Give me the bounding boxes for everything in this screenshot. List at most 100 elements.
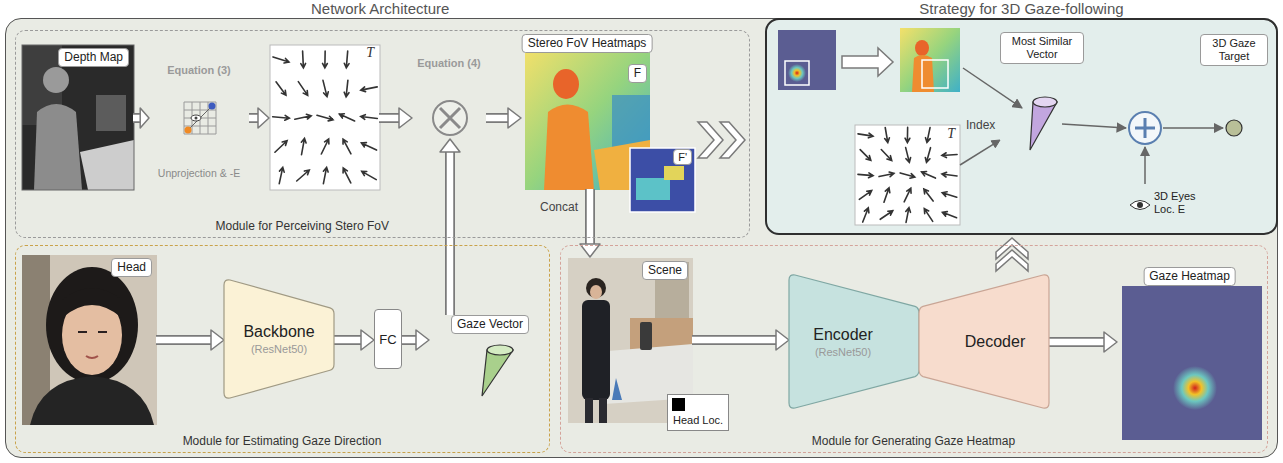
depth-map-image <box>43 67 69 93</box>
eye-icon <box>1130 201 1150 210</box>
image-label: Head <box>111 258 152 277</box>
gaze-heatmap-image <box>1122 286 1262 440</box>
unprojection-icon <box>185 127 192 134</box>
heatmap-thumbnail <box>778 30 836 90</box>
target-block: 3D Gaze Target <box>1196 32 1272 147</box>
direction-arrow <box>279 167 284 183</box>
head-photo <box>22 255 157 425</box>
arrow-head <box>211 330 224 350</box>
direction-arrow <box>361 87 377 92</box>
arrow-head <box>580 244 600 257</box>
direction-arrow <box>942 212 956 218</box>
image-frame: SceneHead Loc. <box>567 257 692 422</box>
connector-body <box>249 115 259 122</box>
direction-arrow <box>858 173 873 178</box>
fov-thumbnail <box>922 60 948 88</box>
connector-outline <box>402 335 417 345</box>
flow-chevron <box>720 122 745 158</box>
direction-arrow <box>905 127 910 142</box>
image-label: Stereo FoV Heatmaps <box>522 34 653 53</box>
direction-arrow <box>925 148 930 163</box>
connector-body <box>692 337 777 344</box>
panel-ground <box>5 18 1278 458</box>
vector-block: Most Similar Vector <box>1000 30 1084 155</box>
fov-heatmap-inset <box>636 178 670 200</box>
flow-connector <box>960 140 1000 165</box>
panel-title: Network Architecture <box>311 0 449 17</box>
direction-arrow <box>297 170 310 181</box>
decoder-shape <box>919 275 1049 408</box>
connector-outline <box>1049 337 1105 347</box>
head-photo <box>46 267 138 383</box>
direction-arrow <box>273 115 290 120</box>
connector-outline <box>156 335 212 345</box>
connector-outline <box>334 335 362 345</box>
block-title: Backbone <box>243 323 314 341</box>
gaze-target-dot <box>1226 120 1242 136</box>
direction-arrow <box>273 57 289 63</box>
connector-label: Concat <box>538 200 580 214</box>
direction-arrow <box>276 82 286 95</box>
arrow-head <box>416 330 429 350</box>
scene-photo <box>612 378 622 400</box>
module-label: Module for Estimating Gaze Direction <box>183 434 382 448</box>
sum-symbol <box>1135 118 1155 138</box>
flow-connector <box>1049 332 1117 352</box>
direction-arrow <box>344 51 349 68</box>
direction-arrow <box>904 188 911 202</box>
depth-map-image <box>22 45 134 190</box>
direction-arrow <box>880 211 893 220</box>
head-location-marker <box>672 398 685 411</box>
eye-icon <box>1137 202 1143 208</box>
direction-arrow <box>884 188 890 202</box>
vector-field-ground <box>270 45 960 225</box>
flow-connector <box>249 108 269 128</box>
unprojection-icon <box>195 117 198 120</box>
connector-body <box>587 189 594 245</box>
operation-label: Unprojection & -E <box>158 167 240 179</box>
module-label: Module for Generating Gaze Heatmap <box>812 434 1015 448</box>
heatmap-frame: Stereo FoV HeatmapsFF' <box>521 34 653 189</box>
direction-arrow <box>275 141 287 152</box>
flow-connector <box>402 330 429 350</box>
direction-arrow <box>344 80 349 97</box>
direction-arrow <box>881 149 891 160</box>
sum-symbol <box>1129 112 1161 144</box>
module-panel: Module for Estimating Gaze Direction Head… <box>15 245 550 453</box>
module-label: Module for Perceiving Stero FoV <box>216 219 389 233</box>
direction-arrow <box>317 115 333 121</box>
block-title: Encoder <box>813 326 873 344</box>
unprojection-icon <box>184 102 216 134</box>
direction-arrow <box>924 189 933 201</box>
field-symbol: T <box>947 126 955 142</box>
direction-arrow <box>926 128 931 143</box>
similar-vector-cone <box>1030 102 1057 150</box>
arrow-head <box>140 108 149 128</box>
vector-field-ground <box>855 125 960 225</box>
scene-photo <box>585 398 593 423</box>
direction-arrow <box>343 168 351 183</box>
pointer-arrow <box>1144 147 1146 184</box>
head-photo <box>78 331 107 333</box>
direction-arrow <box>922 172 936 179</box>
direction-arrow <box>301 51 306 68</box>
flow-arrow <box>842 48 893 76</box>
flow-chevron <box>698 122 723 158</box>
step-label: 3D Gaze Target <box>1200 34 1268 66</box>
unprojection-icon <box>209 103 216 110</box>
heatmap-thumbnail <box>788 64 806 82</box>
connector-body <box>486 115 509 122</box>
eyes-block: 3D Eyes Loc. E <box>1128 186 1238 228</box>
fov-heatmap-inset <box>630 148 695 212</box>
heatmap-thumbnail <box>778 30 836 90</box>
block-title: Decoder <box>965 333 1025 351</box>
gaze-heatmap-image <box>1173 366 1217 410</box>
gaze-vector-cone <box>487 345 513 355</box>
fov-heatmap-inset <box>664 166 684 180</box>
panel-title: Strategy for 3D Gaze-following <box>919 0 1123 17</box>
scene-photo <box>590 285 602 299</box>
flow-arrow <box>842 48 893 76</box>
direction-arrow <box>885 128 890 143</box>
multiply-symbol <box>433 101 467 135</box>
